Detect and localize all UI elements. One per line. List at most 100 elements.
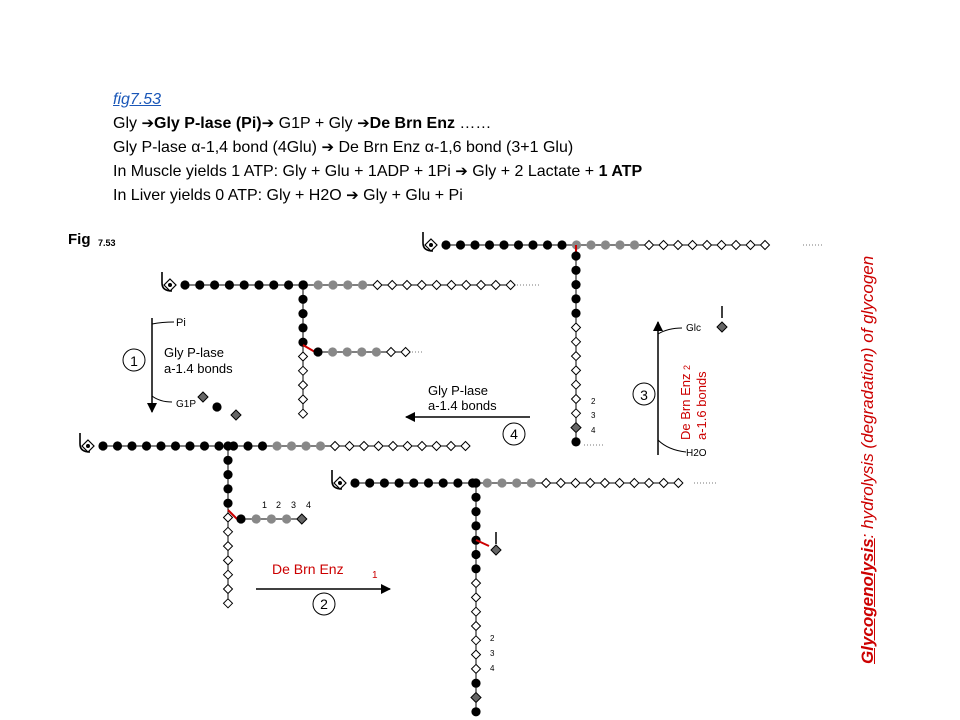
glucose-residue-open xyxy=(222,540,234,552)
reducing-end-core xyxy=(168,283,172,287)
glucose-residue-black xyxy=(471,549,481,560)
text-line-4: In Liver yields 0 ATP: Gly + H2O ➔ Gly +… xyxy=(113,184,642,208)
glucose-residue-black xyxy=(571,437,581,447)
side-title-term: Glycogenolysis xyxy=(858,538,877,664)
glucose-residue-diamond xyxy=(230,409,242,421)
glucose-residue-black xyxy=(471,564,481,574)
branch-number: 2 xyxy=(490,634,495,643)
glucose-residue-gray xyxy=(282,514,292,524)
glucose-residue-open xyxy=(431,440,442,452)
h2o-label: H2O xyxy=(686,448,707,459)
branch-number: 2 xyxy=(276,500,281,510)
glucose-residue-black xyxy=(223,484,233,494)
glucose-residue-open xyxy=(358,440,370,452)
glucose-residue-open xyxy=(540,477,552,489)
glucose-residue-diamond xyxy=(197,391,209,403)
glucose-residue-black xyxy=(257,441,268,451)
glucose-residue-open xyxy=(673,477,684,489)
step-1-circle xyxy=(122,348,146,372)
reducing-end-core xyxy=(86,444,90,448)
glucose-residue-open xyxy=(470,649,482,660)
glucose-residue-black xyxy=(313,347,323,357)
glucose-residue-black xyxy=(409,478,419,488)
glucose-residue-open xyxy=(672,239,684,251)
glucose-residue-open xyxy=(687,239,698,251)
branch-number: 1 xyxy=(262,500,267,510)
glucose-residue-open xyxy=(329,440,341,452)
glucose-residue-open xyxy=(470,620,482,632)
glucose-residue-open xyxy=(570,379,582,390)
glucose-residue-open xyxy=(400,346,411,358)
glc-label: Glc xyxy=(686,323,701,334)
glucose-residue-black xyxy=(298,337,308,347)
glucose-residue-black xyxy=(223,441,233,451)
glucose-residue-gray xyxy=(328,280,338,290)
glucose-residue-open xyxy=(629,477,640,489)
glucose-residue-open xyxy=(297,379,309,391)
glucose-residue-black xyxy=(224,280,234,290)
glucose-residue-diamond xyxy=(490,544,502,556)
fig-number: 7.53 xyxy=(98,238,116,248)
glucose-residue-gray xyxy=(342,347,352,357)
branch-number: 4 xyxy=(591,426,596,435)
step-2: De Brn Enz 1 2 xyxy=(256,561,391,616)
figure-link[interactable]: fig7.53 xyxy=(113,91,162,108)
glucose-residue-open xyxy=(475,279,487,291)
glucose-residue-black xyxy=(141,441,152,451)
glucose-residue-open xyxy=(584,477,596,489)
glucose-residue-open xyxy=(387,440,399,452)
line2-part-a: Gly P-lase α-1,4 bond (4Glu) xyxy=(113,139,322,156)
glucose-residue-black xyxy=(127,441,137,451)
glucose-residue-open xyxy=(297,365,309,377)
glucose-residue-gray xyxy=(526,478,537,488)
line3-part-c: 1 ATP xyxy=(598,163,643,180)
glucose-residue-black xyxy=(284,280,294,290)
glucose-residue-open xyxy=(470,592,482,603)
glucose-residue-open xyxy=(344,440,355,452)
glucose-residue-black xyxy=(471,492,481,502)
glucose-residue-open xyxy=(643,477,655,489)
glucose-residue-black xyxy=(112,441,123,451)
fig-label: Fig xyxy=(68,231,91,248)
glucose-residue-open xyxy=(658,477,669,489)
branch-number: 4 xyxy=(306,500,311,510)
glucose-residue-open xyxy=(373,440,384,452)
g1p-label: G1P xyxy=(176,399,196,410)
right-arrow-icon: ➔ xyxy=(455,163,468,180)
glucose-residue-open xyxy=(446,279,457,291)
text-line-1: Gly ➔Gly P-lase (Pi)➔ G1P + Gly ➔De Brn … xyxy=(113,112,642,136)
glucose-residue-black xyxy=(571,294,581,304)
glucose-residue-gray xyxy=(482,478,492,488)
reducing-end-core xyxy=(338,481,342,485)
glucose-residue-black xyxy=(180,280,190,290)
step-2-subscript: 1 xyxy=(372,570,378,581)
glucose-residue-black xyxy=(98,441,108,451)
glucose-residue-black xyxy=(470,240,480,250)
glucose-residue-open xyxy=(470,635,482,646)
line1-part-c: G1P + Gly xyxy=(274,115,358,132)
step-4-enzyme: Gly P-lase xyxy=(428,383,488,398)
pi-label: Pi xyxy=(176,317,186,329)
line4-part-b: Gly + Glu + Pi xyxy=(358,187,463,204)
glycogen-chains xyxy=(79,232,771,717)
side-title-rest: : hydrolysis (degradation) of glycogen xyxy=(858,255,877,539)
text-line-3: In Muscle yields 1 ATP: Gly + Glu + 1ADP… xyxy=(113,160,642,184)
glucose-residue-black xyxy=(156,441,166,451)
line2-part-b: De Brn Enz α-1,6 bond (3+1 Glu) xyxy=(334,139,574,156)
glucose-residue-gray xyxy=(629,240,640,250)
glucose-residue-black xyxy=(453,478,463,488)
glucose-residue-open xyxy=(470,577,482,589)
right-arrow-icon: ➔ xyxy=(261,115,275,132)
glucose-residue-open xyxy=(401,279,413,291)
glucose-residue-black xyxy=(298,323,308,333)
glucose-residue-black xyxy=(298,280,308,290)
branch-number: 3 xyxy=(291,500,296,510)
glucose-residue-black xyxy=(394,478,404,488)
glucose-residue-open xyxy=(701,239,713,251)
glucose-residue-black xyxy=(423,478,434,488)
line1-part-d: De Brn Enz xyxy=(369,115,455,132)
step-1-number: 1 xyxy=(130,353,138,369)
glucose-residue-black xyxy=(571,251,581,261)
glucose-residue-black xyxy=(350,478,360,488)
